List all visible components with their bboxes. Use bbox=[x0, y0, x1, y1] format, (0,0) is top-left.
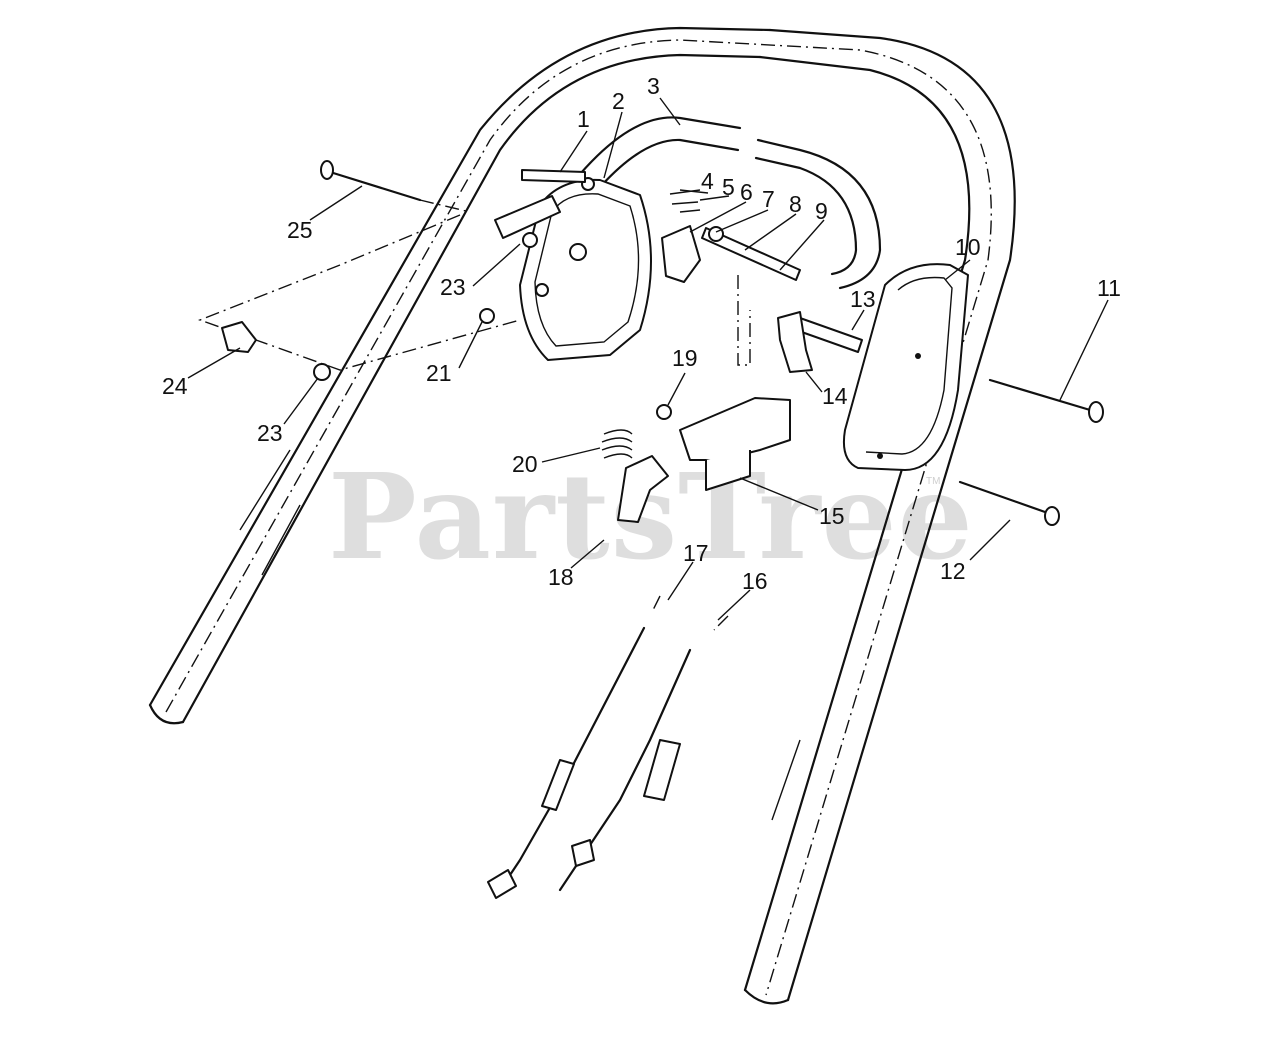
handle-tube-inner-right bbox=[743, 55, 971, 992]
bushing-part-24 bbox=[221, 321, 257, 353]
handle-tube-outer-left bbox=[148, 26, 772, 707]
cable-end-part-16 bbox=[571, 839, 595, 867]
handle-tube-outer-right bbox=[768, 28, 1016, 1002]
handle-tube-end-left bbox=[148, 703, 185, 725]
spring-part-20 bbox=[601, 429, 633, 459]
callout-5: 5 bbox=[722, 174, 735, 200]
cable-part-17-tip bbox=[651, 595, 661, 613]
callout-21: 21 bbox=[426, 360, 452, 386]
callout-16: 16 bbox=[742, 568, 768, 594]
handle-shading bbox=[239, 449, 801, 821]
callout-6: 6 bbox=[740, 179, 753, 205]
callout-15: 15 bbox=[819, 503, 845, 529]
callout-25: 25 bbox=[287, 217, 313, 243]
left-housing bbox=[519, 178, 652, 361]
callout-23-lower: 23 bbox=[257, 420, 283, 446]
callout-2: 2 bbox=[612, 88, 625, 114]
link-line-left bbox=[198, 214, 521, 371]
cover-hole-top bbox=[915, 353, 921, 359]
callout-3: 3 bbox=[647, 73, 660, 99]
handle-centerline bbox=[165, 39, 992, 996]
trigger-part-18 bbox=[617, 455, 669, 523]
callout-8: 8 bbox=[789, 191, 802, 217]
callout-24: 24 bbox=[162, 373, 188, 399]
callout-19: 19 bbox=[672, 345, 698, 371]
pin-part-1 bbox=[521, 169, 586, 183]
cover-hole-bottom bbox=[877, 453, 883, 459]
callout-1: 1 bbox=[577, 106, 590, 132]
bolt-part-11 bbox=[988, 378, 1092, 412]
callout-13: 13 bbox=[850, 286, 876, 312]
bolt-head-part-11 bbox=[1088, 401, 1104, 423]
handle-tube-inner-left bbox=[181, 53, 762, 724]
callout-17: 17 bbox=[683, 540, 709, 566]
cable-guide-line bbox=[737, 275, 751, 366]
callout-12: 12 bbox=[940, 558, 966, 584]
callout-11: 11 bbox=[1097, 275, 1121, 301]
callout-23-upper: 23 bbox=[440, 274, 466, 300]
leader-lines bbox=[187, 97, 1109, 621]
cable-sleeve-part-17 bbox=[541, 759, 575, 811]
bolt-head-part-12 bbox=[1044, 506, 1060, 526]
bolt-part-12 bbox=[958, 480, 1047, 514]
housing-boss bbox=[569, 243, 587, 261]
spacer-left bbox=[494, 195, 561, 239]
housing-screw-hole-bottom bbox=[535, 283, 549, 297]
right-cover-rim bbox=[865, 276, 953, 455]
left-housing-rim bbox=[534, 193, 640, 347]
callout-14: 14 bbox=[822, 383, 848, 409]
cable-sleeve-part-16 bbox=[643, 739, 681, 801]
lever-part-14 bbox=[777, 311, 813, 373]
handle-tube-end-right bbox=[743, 988, 790, 1005]
nut-part-23a bbox=[522, 232, 538, 248]
callout-9: 9 bbox=[815, 198, 828, 224]
bracket-foot-part-15 bbox=[705, 450, 751, 491]
bracket-part-15 bbox=[679, 397, 791, 461]
bolt-head-part-25 bbox=[320, 160, 334, 180]
callout-18: 18 bbox=[548, 564, 574, 590]
cable-part-16-tip bbox=[713, 615, 729, 631]
shaft-part-9 bbox=[701, 227, 801, 281]
cable-end-part-17 bbox=[487, 869, 517, 899]
callout-4: 4 bbox=[701, 168, 714, 194]
callout-20: 20 bbox=[512, 451, 538, 477]
cam-part-6 bbox=[661, 225, 701, 283]
nut-part-21 bbox=[479, 308, 495, 324]
bolt-dash-part-25 bbox=[419, 199, 471, 213]
bolt-part-25 bbox=[328, 170, 422, 202]
callout-7: 7 bbox=[762, 186, 775, 212]
nut-part-23b bbox=[313, 363, 331, 381]
callout-10: 10 bbox=[955, 234, 981, 260]
washer-part-19 bbox=[656, 404, 672, 420]
collar-part-7 bbox=[708, 226, 724, 242]
trademark-mark: TM bbox=[926, 476, 941, 487]
washers-part-4-5 bbox=[669, 189, 701, 213]
cable-part-16 bbox=[558, 648, 692, 892]
